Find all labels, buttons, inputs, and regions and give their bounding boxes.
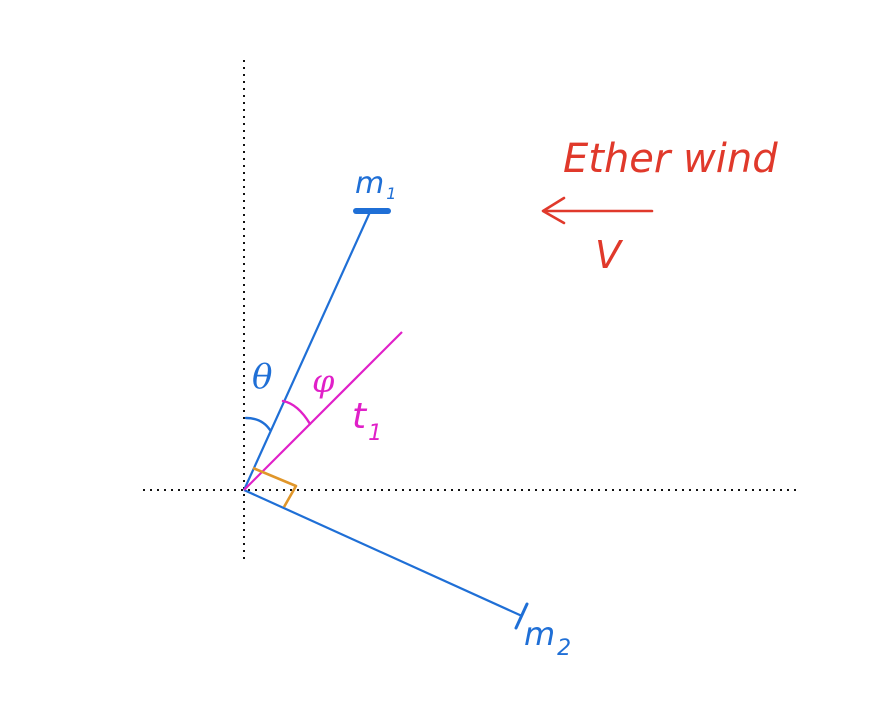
label-phi: φ <box>312 362 335 400</box>
mirror-m2 <box>514 602 529 630</box>
phi-arc <box>281 399 312 426</box>
label-ether-wind: Ether wind <box>563 136 778 182</box>
theta-arc <box>244 416 272 432</box>
label-velocity: V <box>595 233 624 277</box>
ether-wind-arrowhead <box>541 196 566 225</box>
label-t1: t1 <box>352 396 382 446</box>
photon-path-t1 <box>243 331 403 491</box>
label-m2: m2 <box>524 615 571 661</box>
arm-m2 <box>243 488 523 618</box>
label-theta: θ <box>252 357 272 397</box>
arm-m1 <box>242 211 372 491</box>
right-angle-marker <box>252 466 298 508</box>
